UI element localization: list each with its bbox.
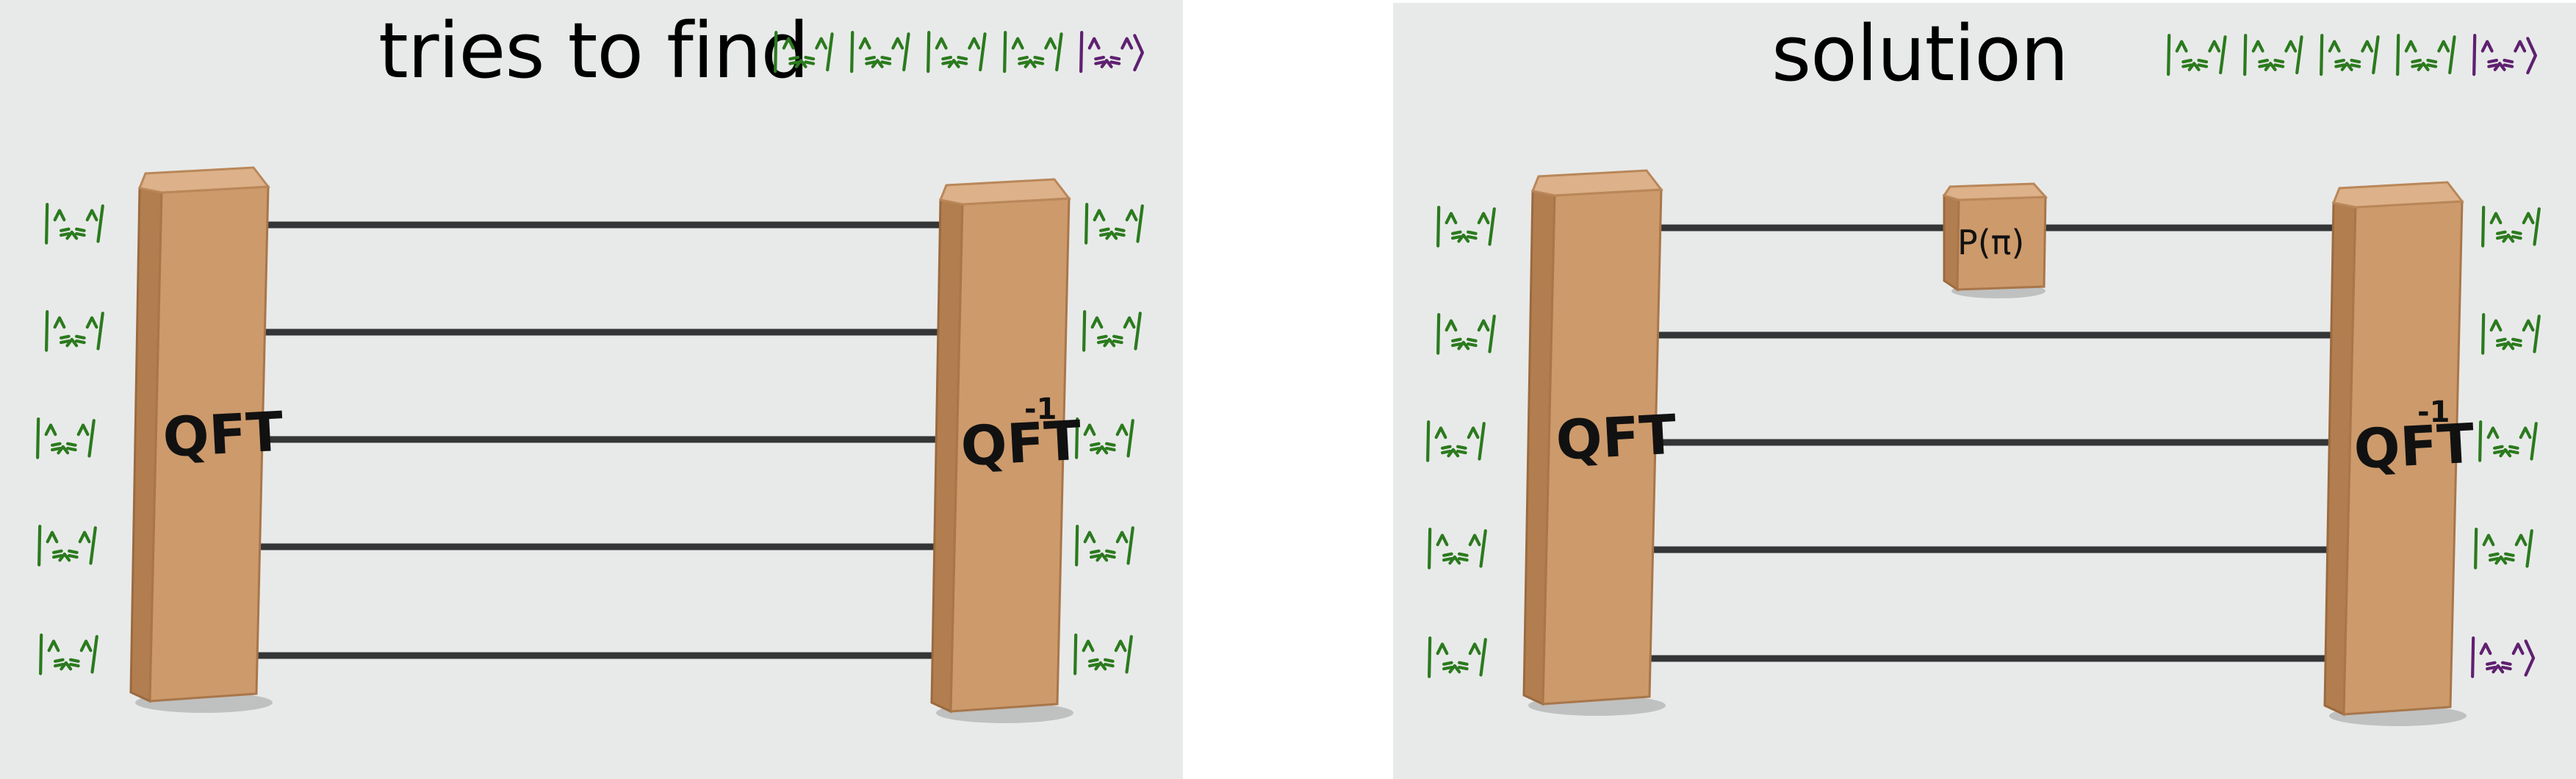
input-ket-2 — [45, 310, 104, 352]
title-ket-row — [774, 31, 1145, 73]
input-kets — [1426, 206, 1496, 678]
output-ket-4 — [2474, 528, 2533, 570]
title-ket-3 — [2320, 34, 2380, 76]
input-ket-2 — [1436, 313, 1496, 355]
title-ket-5 — [1079, 31, 1145, 73]
output-ket-5 — [2471, 636, 2536, 678]
title-ket-3 — [927, 31, 987, 73]
output-kets — [2471, 206, 2541, 678]
phase-gate-label: P(π) — [1957, 223, 2024, 262]
qft-inverse-gate-label: QFT — [2353, 412, 2477, 481]
output-ket-3 — [1075, 417, 1134, 459]
panel-title: tries to find — [378, 6, 810, 96]
qft-inverse-gate — [2323, 181, 2467, 726]
qft-inverse-superscript: -1 — [2417, 395, 2450, 429]
input-ket-1 — [45, 203, 104, 245]
input-ket-3 — [36, 417, 96, 459]
title-ket-4 — [2396, 34, 2456, 76]
phase-gate — [1942, 182, 2048, 298]
output-ket-2 — [1082, 310, 1142, 352]
output-ket-1 — [1084, 203, 1144, 245]
output-kets — [1073, 203, 1144, 675]
qft-gate — [1522, 169, 1666, 716]
panel-title: solution — [1771, 9, 2069, 98]
input-ket-5 — [1428, 636, 1487, 678]
qft-gate-label: QFT — [162, 401, 286, 470]
output-ket-4 — [1075, 525, 1134, 567]
qft-inverse-superscript: -1 — [1024, 392, 1057, 426]
title-ket-1 — [2167, 34, 2227, 76]
input-ket-1 — [1436, 206, 1496, 248]
qft-gate-label: QFT — [1555, 403, 1679, 473]
input-ket-5 — [39, 633, 98, 675]
title-ket-5 — [2472, 34, 2538, 76]
qft-gate — [129, 166, 273, 713]
output-ket-1 — [2481, 206, 2541, 248]
output-ket-2 — [2481, 313, 2541, 355]
title-ket-row — [2167, 34, 2538, 76]
wires — [246, 221, 959, 659]
output-ket-3 — [2478, 420, 2538, 462]
input-ket-4 — [1428, 528, 1487, 570]
input-ket-4 — [37, 525, 97, 567]
title-ket-2 — [850, 31, 910, 73]
input-ket-3 — [1426, 420, 1486, 462]
input-kets — [36, 203, 104, 675]
qft-inverse-gate-label: QFT — [960, 409, 1084, 478]
output-ket-5 — [1073, 633, 1133, 675]
title-ket-1 — [774, 31, 834, 73]
qft-inverse-gate — [930, 178, 1073, 723]
title-ket-2 — [2243, 34, 2303, 76]
title-ket-4 — [1003, 31, 1063, 73]
